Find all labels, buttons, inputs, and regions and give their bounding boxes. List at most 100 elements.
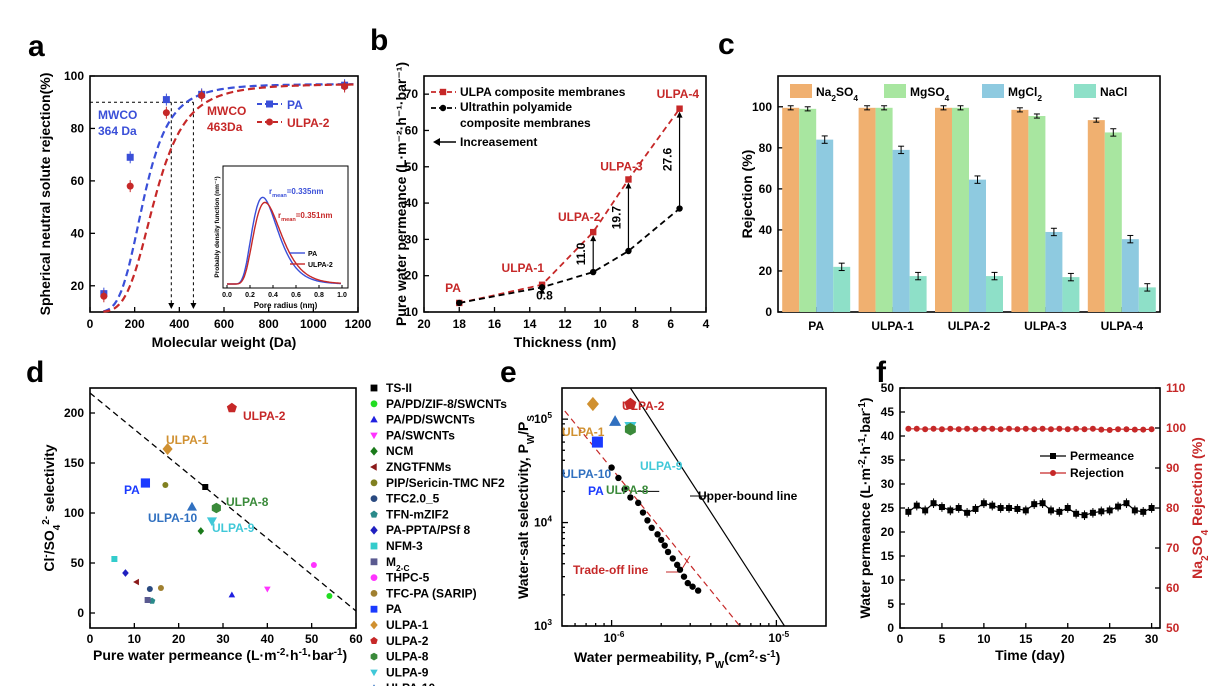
data-point-PIP/Sericin-TMC NF2 [162, 482, 169, 488]
point-label: ULPA-9 [212, 521, 255, 535]
y-axis-label: Pure water permeance (L·m⁻²·h⁻¹·bar⁻¹) [393, 62, 409, 326]
legend-label: PA [386, 602, 402, 616]
inset-x-tick-label: 0.0 [222, 292, 232, 299]
data-point-permeance [1014, 505, 1021, 512]
data-point-permeance [1006, 505, 1013, 511]
increment-arrow-head [539, 287, 546, 294]
x-tick-label: 20 [1061, 632, 1075, 646]
legend-marker [439, 104, 447, 112]
category-label: PA [808, 319, 824, 333]
data-point-literature [664, 548, 672, 556]
legend-swatch [884, 84, 906, 98]
legend-label: PA-PPTA/PSf 8 [386, 523, 471, 537]
increment-arrow-head [625, 182, 632, 189]
data-point-ZNGTFNMs [133, 578, 139, 586]
data-point-PA [126, 153, 134, 161]
y-tick-label: 15 [881, 549, 895, 563]
panel-label-a: a [28, 30, 45, 63]
x-tick-label: 800 [259, 317, 279, 331]
y-tick-label: 10 [405, 305, 419, 319]
panel-e-frame [561, 387, 827, 627]
data-point-rejection [997, 426, 1004, 433]
legend-label: M2-C [386, 555, 410, 573]
data-point-ULPA-2 [624, 397, 637, 410]
legend-label: ZNGTFNMs [386, 460, 452, 474]
legend-arrow-head [433, 138, 440, 146]
y-tick-label: 100 [64, 506, 84, 520]
data-point-ULPA-1 [586, 396, 599, 412]
data-point-rejection [1140, 426, 1147, 433]
y-tick-label: 20 [71, 279, 85, 293]
panel-d-frame [89, 387, 357, 629]
legend-marker [1050, 453, 1056, 459]
legend-marker [370, 652, 378, 661]
x-tick-label: 400 [169, 317, 189, 331]
y2-tick-label: 90 [1166, 461, 1180, 475]
legend-marker [370, 542, 378, 550]
legend-swatch [790, 84, 812, 98]
bar-MgSO4 [952, 107, 969, 313]
data-point-ULPA-2 [198, 92, 206, 100]
data-point-ULPA-2 [126, 182, 134, 190]
data-point-rejection [1131, 426, 1138, 433]
data-point-permeance [913, 502, 920, 509]
bar-MgSO4 [875, 107, 893, 313]
bar-MgCl2 [969, 179, 986, 312]
bar-MgSO4 [1028, 116, 1046, 312]
data-point-rejection [1031, 426, 1038, 433]
inset-x-tick-label: 0.6 [291, 292, 301, 299]
data-point-literature [684, 579, 692, 587]
data-point-ULPA-2 [226, 402, 237, 413]
data-point-rejection [1089, 425, 1096, 432]
bar-NaCl [833, 266, 851, 312]
data-point-PA [140, 478, 151, 488]
data-point-literature [680, 573, 688, 580]
data-point-permeance [1131, 507, 1138, 514]
y-tick-label: 100 [752, 100, 772, 114]
point-label: ULPA-8 [226, 495, 269, 509]
inset-x-axis-label: Pore radius (nm) [254, 301, 318, 310]
data-point [676, 205, 683, 212]
legend-label-MgSO4: MgSO4 [910, 85, 950, 103]
x-tick-label: 20 [172, 632, 186, 646]
panel-label-e: e [500, 356, 517, 389]
data-point-rejection [947, 425, 954, 432]
legend-marker [1050, 470, 1056, 476]
category-label: ULPA-2 [948, 319, 991, 333]
point-label: ULPA-10 [562, 467, 611, 481]
y-tick-label: 30 [881, 477, 895, 491]
data-point-permeance [1022, 507, 1029, 514]
legend-label-MgCl2: MgCl2 [1008, 85, 1042, 103]
data-point-PA [591, 436, 603, 448]
point-label: ULPA-9 [640, 459, 683, 473]
data-point-rejection [955, 426, 962, 433]
data-point-ULPA-2 [162, 109, 170, 117]
legend-label: ULPA-2 [386, 634, 429, 648]
data-point-permeance [930, 500, 937, 507]
data-point-literature [673, 561, 681, 569]
x-tick-label: 10 [977, 632, 991, 646]
data-point-ULPA-2 [341, 82, 349, 90]
legend-marker [370, 558, 378, 566]
data-point-PA [162, 96, 170, 104]
data-point-rejection [972, 426, 979, 433]
x-tick-label: 6 [667, 317, 674, 331]
x-tick-label: 14 [523, 317, 537, 331]
y2-tick-label: 100 [1166, 421, 1186, 435]
legend-label: PIP/Sericin-TMC NF2 [386, 476, 505, 490]
legend-marker [370, 574, 378, 581]
y2-tick-label: 50 [1166, 621, 1180, 635]
y-tick-label: 20 [759, 264, 773, 278]
data-point-ULPA-10 [609, 415, 622, 426]
y-tick-label: 35 [881, 453, 895, 467]
legend-label: Ultrathin polyamide [460, 100, 572, 114]
data-point-rejection [1064, 426, 1071, 433]
data-point-rejection [980, 425, 987, 432]
data-point-permeance [922, 507, 929, 514]
data-point-permeance [1106, 507, 1113, 514]
y2-axis-label: Na2SO4 Rejection (%) [1189, 437, 1211, 579]
legend-label: Increasement [460, 135, 537, 149]
data-point-permeance [905, 508, 912, 515]
y-tick-label: 50 [881, 381, 895, 395]
data-point-permeance [1039, 500, 1046, 507]
